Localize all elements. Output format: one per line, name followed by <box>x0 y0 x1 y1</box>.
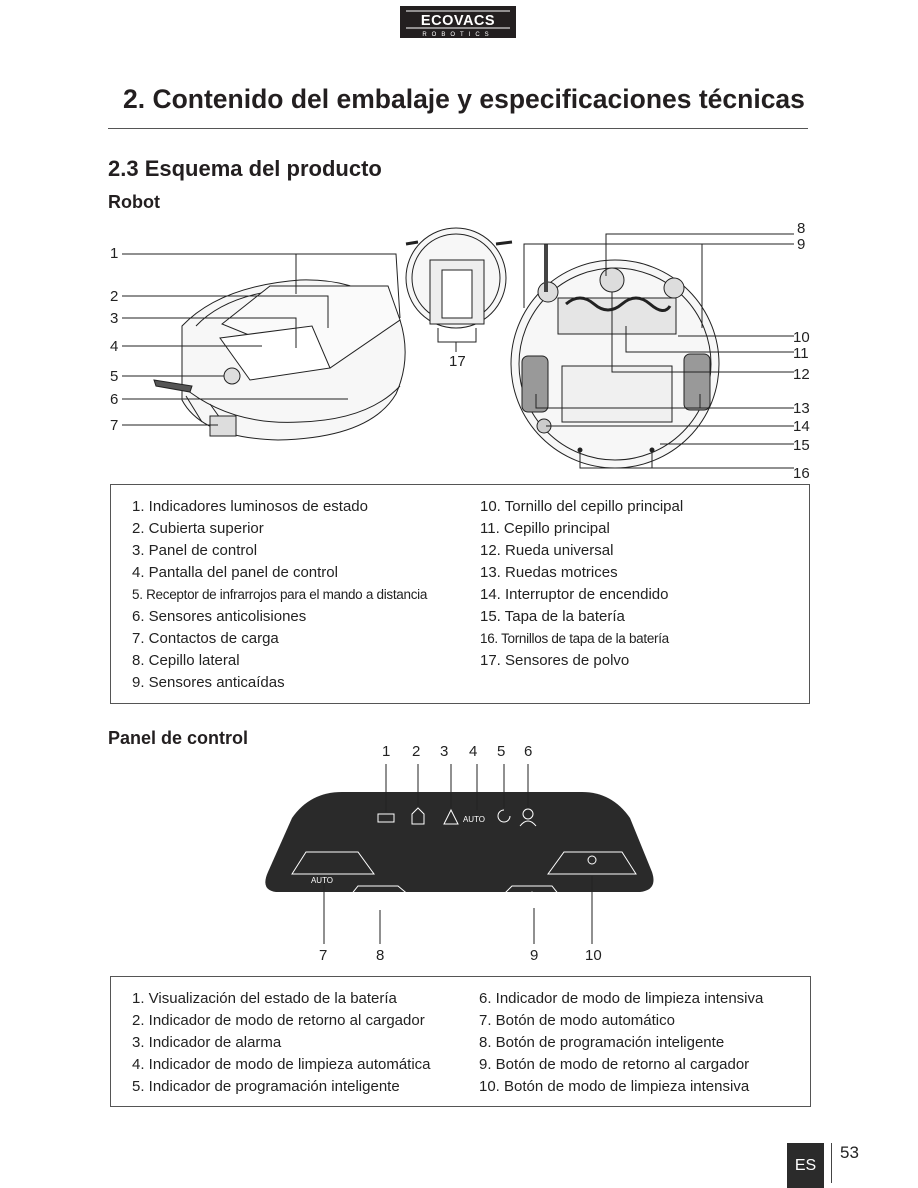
panel-heading: Panel de control <box>108 728 249 748</box>
robot-callout-7: 7 <box>110 417 119 434</box>
legend-item: 1. Indicadores luminosos de estado <box>132 498 368 515</box>
robot-callout-1: 1 <box>110 245 119 262</box>
robot-callout-16: 16 <box>793 465 810 482</box>
brand-tagline: ROBOTICS <box>422 32 493 38</box>
robot-heading: Robot <box>108 192 160 212</box>
legend-item: 4. Pantalla del panel de control <box>132 564 338 581</box>
section-title: 2.3 Esquema del producto <box>108 156 382 181</box>
panel-callout-7: 7 <box>319 947 328 964</box>
legend-item: 9. Sensores anticaídas <box>132 674 285 691</box>
panel-callout-8: 8 <box>376 947 385 964</box>
legend-item: 9. Botón de modo de retorno al cargador <box>479 1056 750 1073</box>
page-number-divider <box>831 1143 832 1183</box>
robot-legend-right: 10. Tornillo del cepillo principal 11. C… <box>480 496 683 672</box>
legend-item: 10. Tornillo del cepillo principal <box>480 498 684 515</box>
panel-callout-2: 2 <box>412 743 421 760</box>
robot-callout-13: 13 <box>793 400 810 417</box>
robot-callout-4: 4 <box>110 338 119 355</box>
panel-callout-5: 5 <box>497 743 506 760</box>
legend-item: 12. Rueda universal <box>480 542 614 559</box>
legend-item: 15. Tapa de la batería <box>480 608 625 625</box>
legend-item: 7. Botón de modo automático <box>479 1012 675 1029</box>
legend-item: 13. Ruedas motrices <box>480 564 618 581</box>
robot-legend-left: 1. Indicadores luminosos de estado 2. Cu… <box>132 496 427 694</box>
robot-callout-14: 14 <box>793 418 810 435</box>
robot-callout-11: 11 <box>793 345 809 362</box>
legend-item: 11. Cepillo principal <box>480 520 610 537</box>
panel-legend: 1. Visualización del estado de la baterí… <box>110 976 811 1107</box>
robot-callout-10: 10 <box>793 329 810 346</box>
legend-item: 7. Contactos de carga <box>132 630 279 647</box>
legend-item: 3. Panel de control <box>132 542 258 559</box>
panel-callout-9: 9 <box>530 947 539 964</box>
legend-item: 5. Receptor de infrarrojos para el mando… <box>132 587 428 602</box>
robot-callout-9: 9 <box>797 236 806 253</box>
language-badge: ES <box>787 1143 824 1188</box>
control-panel-diagram: AUTO AUTO <box>265 764 654 944</box>
auto-button-label: AUTO <box>311 876 333 885</box>
legend-item: 17. Sensores de polvo <box>480 652 630 669</box>
legend-item: 6. Indicador de modo de limpieza intensi… <box>479 990 764 1007</box>
legend-item: 5. Indicador de programación inteligente <box>132 1078 400 1095</box>
robot-callout-6: 6 <box>110 391 119 408</box>
brand-name: ECOVACS <box>421 13 495 29</box>
legend-item: 16. Tornillos de tapa de la batería <box>480 631 669 646</box>
panel-callout-3: 3 <box>440 743 449 760</box>
panel-callout-4: 4 <box>469 743 478 760</box>
robot-legend: 1. Indicadores luminosos de estado 2. Cu… <box>110 484 810 704</box>
robot-callout-8: 8 <box>797 220 806 237</box>
page-title: 2. Contenido del embalaje y especificaci… <box>123 84 805 114</box>
title-divider <box>108 128 808 129</box>
legend-item: 14. Interruptor de encendido <box>480 586 669 603</box>
robot-callout-3: 3 <box>110 310 119 327</box>
page-number: 53 <box>840 1143 859 1162</box>
legend-item: 2. Indicador de modo de retorno al carga… <box>132 1012 425 1029</box>
robot-callout-12: 12 <box>793 366 810 383</box>
legend-item: 1. Visualización del estado de la baterí… <box>132 990 397 1007</box>
ecovacs-logo: ECOVACS ROBOTICS <box>400 6 516 38</box>
robot-diagram <box>122 227 794 469</box>
robot-callout-5: 5 <box>110 368 119 385</box>
robot-callout-2: 2 <box>110 288 119 305</box>
legend-item: 3. Indicador de alarma <box>132 1034 282 1051</box>
panel-callout-1: 1 <box>382 743 391 760</box>
language-label: ES <box>794 1156 817 1174</box>
legend-item: 2. Cubierta superior <box>132 520 264 537</box>
robot-callout-15: 15 <box>793 437 810 454</box>
panel-callout-6: 6 <box>524 743 533 760</box>
legend-item: 4. Indicador de modo de limpieza automát… <box>132 1056 431 1073</box>
legend-item: 8. Cepillo lateral <box>132 652 240 669</box>
panel-legend-right: 6. Indicador de modo de limpieza intensi… <box>479 988 763 1098</box>
robot-callout-17: 17 <box>449 353 466 370</box>
panel-callout-10: 10 <box>585 947 602 964</box>
panel-legend-left: 1. Visualización del estado de la baterí… <box>132 988 431 1098</box>
legend-item: 10. Botón de modo de limpieza intensiva <box>479 1078 750 1095</box>
auto-indicator-label: AUTO <box>463 815 485 824</box>
legend-item: 6. Sensores anticolisiones <box>132 608 307 625</box>
legend-item: 8. Botón de programación inteligente <box>479 1034 725 1051</box>
